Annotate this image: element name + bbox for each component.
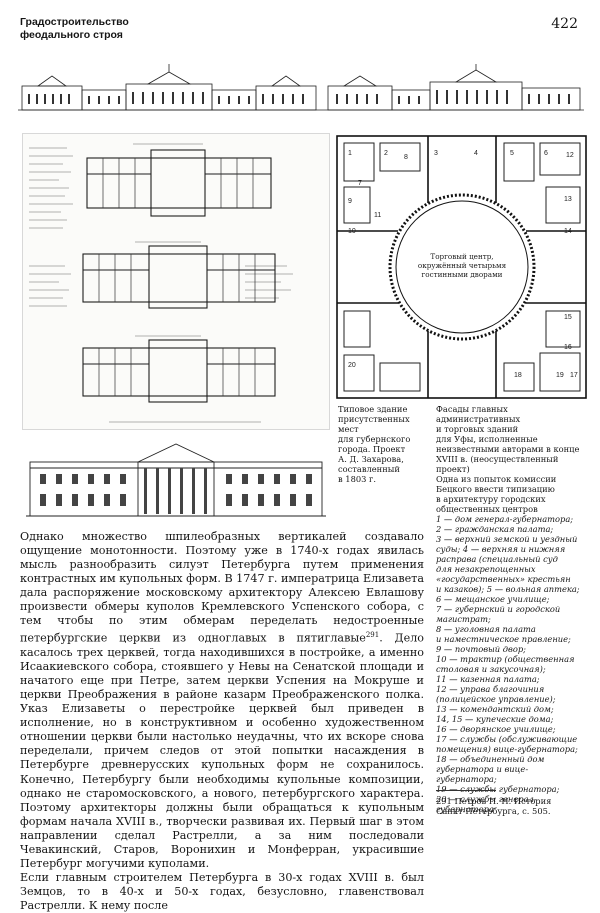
plan-number: 7 bbox=[358, 180, 362, 187]
plan-number: 18 bbox=[514, 372, 522, 379]
legend-item: 2 — гражданская палата; bbox=[436, 524, 554, 534]
caption-line: общественных центров bbox=[436, 504, 538, 514]
caption-line: Типовое здание bbox=[338, 404, 408, 414]
caption-line: административных bbox=[436, 414, 521, 424]
legend-item: помещения) вице-губернатора; bbox=[436, 744, 578, 754]
trade-center-plan: 1 2 3 4 5 6 7 8 9 10 11 12 13 14 15 16 1… bbox=[336, 135, 587, 399]
legend-item: магистрат; bbox=[436, 614, 491, 624]
plan-number: 19 bbox=[556, 372, 564, 379]
legend-item: 7 — губернский и городской bbox=[436, 604, 561, 614]
body-paragraph-1-cont: . Дело касалось трех церквей, тогда нахо… bbox=[20, 632, 424, 870]
facade-elevations-strip bbox=[18, 64, 584, 111]
plan-number: 11 bbox=[374, 212, 381, 219]
floor-plans-drawing bbox=[22, 133, 330, 430]
legend-item: (полицейское управление); bbox=[436, 694, 556, 704]
legend-item: 17 — службы (обслуживающие bbox=[436, 734, 578, 744]
plan-number: 12 bbox=[566, 152, 574, 159]
caption-line: А. Д. Захарова, bbox=[338, 454, 404, 464]
legend-item: 8 — уголовная палата bbox=[436, 624, 536, 634]
caption-left: Типовое здание присутственных мест для г… bbox=[338, 404, 426, 484]
plan-number: 16 bbox=[564, 344, 572, 351]
legend-item: 20 — службы генерал-губернатора bbox=[436, 794, 537, 814]
legend-item: 10 — трактир (общественная bbox=[436, 654, 575, 664]
plan-number: 15 bbox=[564, 314, 572, 321]
legend-item: и наместническое правление; bbox=[436, 634, 571, 644]
legend-item: 16 — дворянское училище; bbox=[436, 724, 556, 734]
plan-number: 3 bbox=[434, 150, 438, 157]
neoclassical-facade-drawing bbox=[26, 443, 326, 517]
caption-line: XVIII в. (неосуществленный bbox=[436, 454, 559, 464]
legend-item: 1 — дом генерал-губернатора; bbox=[436, 514, 574, 524]
plan-number: 6 bbox=[544, 150, 548, 157]
body-paragraph-1: Однако множество шпилеобразных вертикале… bbox=[20, 530, 424, 646]
caption-line: в архитектуру городских bbox=[436, 494, 546, 504]
legend-item: 19 — службы губернатора; bbox=[436, 784, 560, 794]
page-number: 422 bbox=[551, 16, 578, 32]
legend-item: столовая и закусочная); bbox=[436, 664, 546, 674]
caption-line: в 1803 г. bbox=[338, 474, 377, 484]
legend-item: 6 — мещанское училище; bbox=[436, 594, 550, 604]
body-paragraph-2: Если главным строителем Петербурга в 30-… bbox=[20, 870, 424, 912]
legend-item: 11 — казенная палата; bbox=[436, 674, 540, 684]
plan-center-label: Торговый центр, bbox=[430, 252, 493, 261]
caption-line: для губернского bbox=[338, 434, 411, 444]
plan-number: 4 bbox=[474, 150, 478, 157]
legend-item: и казаков); 5 — вольная аптека; bbox=[436, 584, 580, 594]
plan-number: 20 bbox=[348, 362, 356, 369]
caption-line: Фасады главных bbox=[436, 404, 508, 414]
plan-number: 13 bbox=[564, 196, 572, 203]
caption-right: Фасады главных административных и торгов… bbox=[436, 404, 588, 814]
caption-line: проект) bbox=[436, 464, 470, 474]
footnote-line: 291 Петров П. Н. История bbox=[436, 796, 552, 806]
plan-number: 8 bbox=[404, 154, 408, 161]
plan-number: 17 bbox=[570, 372, 578, 379]
legend-item: 3 — верхний земской и уездный bbox=[436, 534, 578, 544]
footnote-line: Санкт-Петербурга, с. 505. bbox=[436, 806, 551, 816]
plan-number: 1 bbox=[348, 150, 352, 157]
legend-item: 12 — управа благочиния bbox=[436, 684, 545, 694]
legend-item: «государственных» крестьян bbox=[436, 574, 571, 584]
legend-item: губернатора и вице-губернатора; bbox=[436, 764, 529, 784]
legend-item: суды; 4 — верхняя и нижняя bbox=[436, 544, 566, 554]
plan-number: 14 bbox=[564, 228, 572, 235]
section-title-line2: феодального строя bbox=[20, 29, 123, 41]
footnote-rule bbox=[436, 790, 496, 791]
plan-number: 9 bbox=[348, 198, 352, 205]
plan-center-label: гостинными дворами bbox=[422, 270, 503, 279]
caption-line: и торговых зданий bbox=[436, 424, 519, 434]
legend-item: 9 — почтовый двор; bbox=[436, 644, 526, 654]
legend-item: расправа (специальный суд bbox=[436, 554, 558, 564]
caption-line: для Уфы, исполненные bbox=[436, 434, 538, 444]
legend-item: 18 — объединенный дом bbox=[436, 754, 545, 764]
caption-line: Одна из попыток комиссии bbox=[436, 474, 557, 484]
plan-center-label: окружённый четырьмя bbox=[418, 261, 507, 270]
plan-number: 2 bbox=[384, 150, 388, 157]
legend-item: для незакрепощенных bbox=[436, 564, 536, 574]
main-body-text: Однако множество шпилеобразных вертикале… bbox=[20, 530, 424, 913]
legend-item: 13 — комендантский дом; bbox=[436, 704, 554, 714]
caption-line: Бецкого ввести типизацию bbox=[436, 484, 555, 494]
section-title-line1: Градостроительство bbox=[20, 16, 129, 28]
plan-number: 5 bbox=[510, 150, 514, 157]
caption-line: города. Проект bbox=[338, 444, 406, 454]
footnote-mark: 291 bbox=[365, 631, 380, 640]
section-title: Градостроительство феодального строя bbox=[20, 16, 220, 42]
footnote: 291 Петров П. Н. История Санкт-Петербург… bbox=[436, 796, 588, 816]
caption-line: присутственных мест bbox=[338, 414, 410, 434]
legend-item: 14, 15 — купеческие дома; bbox=[436, 714, 554, 724]
plan-number: 10 bbox=[348, 228, 356, 235]
caption-line: неизвестными авторами в конце bbox=[436, 444, 580, 454]
caption-line: составленный bbox=[338, 464, 400, 474]
